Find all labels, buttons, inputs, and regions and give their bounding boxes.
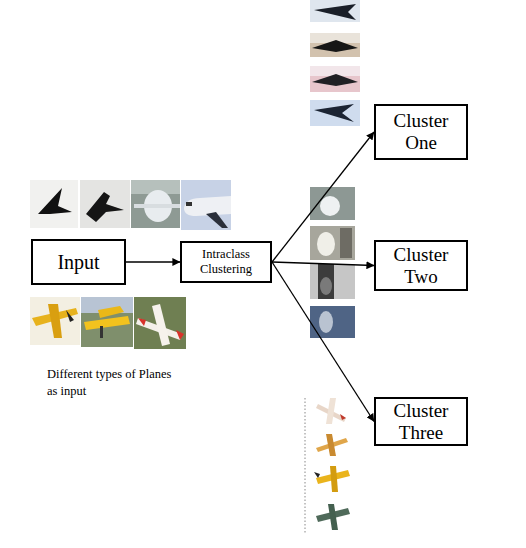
input-thumb [81,297,133,347]
input-thumb [131,180,180,228]
cluster-box: Cluster Three [374,397,468,446]
cluster-thumb [310,33,360,57]
cluster-thumb [316,504,350,530]
cluster-thumb [310,0,360,22]
process-box: Intraclass Clustering [180,241,272,283]
arrow-connector [126,261,180,262]
cluster-thumb [310,100,360,126]
node-text: Intraclass Clustering [182,247,270,277]
cluster-thumb [310,226,355,260]
cluster-thumb [316,398,346,424]
cluster-thumb [310,187,355,220]
input-thumb [30,297,80,345]
note-text: Different types of Planes as input [47,366,177,400]
arrow-connector [272,132,374,262]
cluster-box: Cluster One [374,104,468,160]
cluster-thumb [314,466,350,492]
cluster-thumb [316,434,348,456]
input-thumb [30,180,78,228]
input-thumb [134,297,186,349]
arrow-connector [272,262,374,266]
node-text: Input [57,251,99,273]
node-text: Cluster Two [376,244,466,288]
cluster-thumb [310,306,355,338]
node-text: Cluster Three [376,400,466,444]
cluster-thumb [310,264,355,299]
cluster-thumb [310,66,360,92]
input-box: Input [31,239,126,285]
cluster-box: Cluster Two [374,240,468,291]
node-text: Cluster One [376,110,466,154]
arrow-connector [272,262,374,422]
input-thumb [80,180,130,228]
dotted-line [305,398,306,533]
input-thumb [181,180,231,230]
